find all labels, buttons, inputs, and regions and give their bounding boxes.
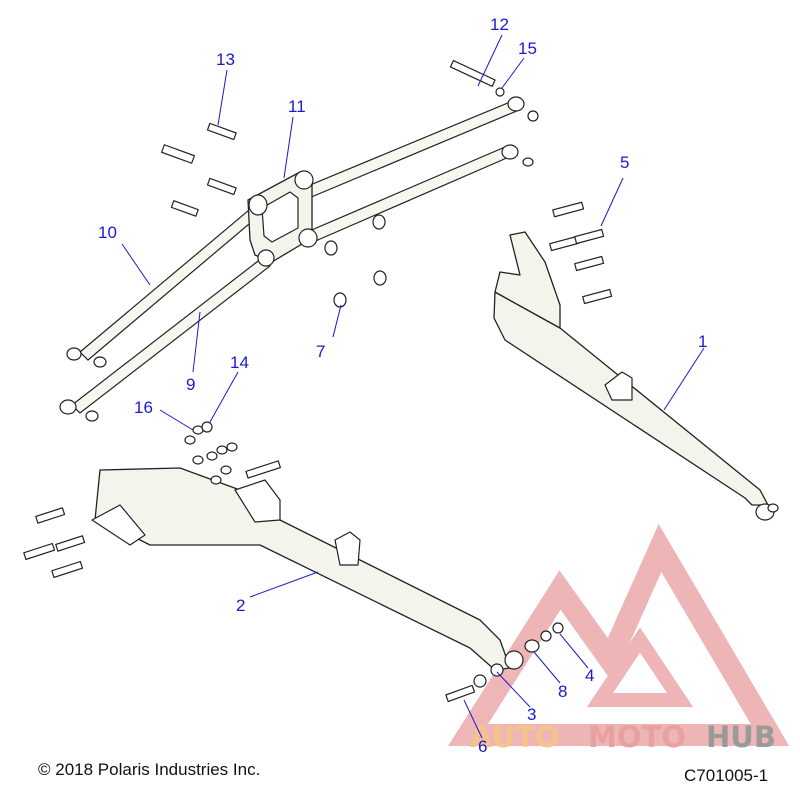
callout-4: 4 xyxy=(585,666,594,685)
control-arm-10 xyxy=(66,96,525,368)
leader-lines xyxy=(121,34,705,739)
callout-13: 13 xyxy=(216,50,235,69)
callout-3: 3 xyxy=(527,705,536,724)
trailing-arm-1 xyxy=(493,231,779,521)
bolts-left xyxy=(23,460,282,579)
nuts-left xyxy=(184,435,238,485)
watermark-part2: MOTO xyxy=(588,720,686,754)
bolts-5 xyxy=(549,201,613,305)
callout-5: 5 xyxy=(620,153,629,172)
watermark-text: AUTO MOTO HUB xyxy=(470,720,776,754)
callout-14: 14 xyxy=(230,353,249,372)
callout-8: 8 xyxy=(558,682,567,701)
callout-15: 15 xyxy=(518,39,537,58)
bolt-13 xyxy=(160,122,237,217)
callout-10: 10 xyxy=(98,223,117,242)
trailing-arm-2 xyxy=(91,467,524,671)
callout-2: 2 xyxy=(236,596,245,615)
callout-16: 16 xyxy=(134,398,153,417)
washers-14-16 xyxy=(192,421,213,435)
callout-11: 11 xyxy=(288,97,306,116)
watermark-part1: AUTO xyxy=(470,720,560,754)
callout-12: 12 xyxy=(490,15,509,34)
copyright-text: © 2018 Polaris Industries Inc. xyxy=(38,760,261,779)
bracket-11 xyxy=(247,170,318,267)
nuts-7 xyxy=(324,214,387,308)
callout-6: 6 xyxy=(478,737,487,756)
callout-9: 9 xyxy=(186,375,195,394)
bolt-12 xyxy=(449,59,539,122)
hardware-bottom xyxy=(445,622,564,703)
callout-1: 1 xyxy=(698,332,707,351)
callout-7: 7 xyxy=(316,342,325,361)
watermark-part3: HUB xyxy=(706,720,776,754)
watermark-logo-icon xyxy=(447,524,790,746)
figure-id: C701005-1 xyxy=(684,766,769,785)
